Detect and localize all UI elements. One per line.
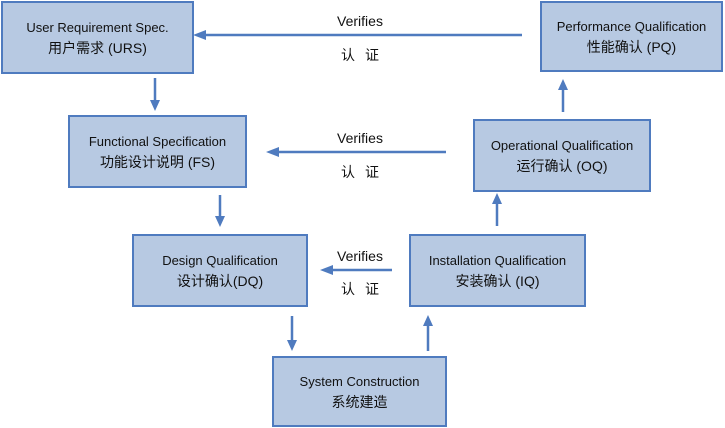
down-arrow-fs-dq bbox=[215, 195, 225, 227]
box-urs: User Requirement Spec. 用户需求 (URS) bbox=[1, 1, 194, 74]
box-pq-title: Performance Qualification bbox=[556, 18, 707, 34]
verify-label-top-cn: 认证 bbox=[341, 47, 389, 63]
box-iq: Installation Qualification 安装确认 (IQ) bbox=[409, 234, 586, 307]
box-dq-subtitle: 设计确认(DQ) bbox=[176, 272, 264, 289]
verify-label-top-en: Verifies bbox=[337, 13, 383, 29]
box-fs: Functional Specification 功能设计说明 (FS) bbox=[68, 115, 247, 188]
box-urs-subtitle: 用户需求 (URS) bbox=[48, 39, 147, 56]
box-dq: Design Qualification 设计确认(DQ) bbox=[132, 234, 308, 307]
box-dq-title: Design Qualification bbox=[162, 252, 278, 268]
box-pq-subtitle: 性能确认 (PQ) bbox=[586, 38, 677, 55]
box-oq-title: Operational Qualification bbox=[490, 137, 634, 153]
verify-label-middle-cn: 认证 bbox=[341, 164, 389, 180]
verify-arrow-bottom bbox=[320, 265, 392, 275]
down-arrow-urs-fs bbox=[150, 78, 160, 111]
verify-arrow-top bbox=[193, 30, 522, 40]
up-arrow-sc-iq bbox=[423, 315, 433, 351]
verify-label-bottom-en: Verifies bbox=[337, 248, 383, 264]
up-arrow-oq-pq bbox=[558, 79, 568, 112]
up-arrow-iq-oq bbox=[492, 193, 502, 226]
box-fs-subtitle: 功能设计说明 (FS) bbox=[99, 153, 216, 170]
box-oq: Operational Qualification 运行确认 (OQ) bbox=[473, 119, 651, 192]
box-sc: System Construction 系统建造 bbox=[272, 356, 447, 427]
down-arrow-dq-sc bbox=[287, 316, 297, 351]
box-pq: Performance Qualification 性能确认 (PQ) bbox=[540, 1, 723, 72]
box-iq-subtitle: 安装确认 (IQ) bbox=[455, 272, 540, 289]
verify-arrow-middle bbox=[266, 147, 446, 157]
box-fs-title: Functional Specification bbox=[88, 133, 227, 149]
box-sc-subtitle: 系统建造 bbox=[331, 393, 388, 410]
box-iq-title: Installation Qualification bbox=[428, 252, 567, 268]
box-sc-title: System Construction bbox=[299, 373, 420, 389]
verify-label-bottom-cn: 认证 bbox=[341, 281, 389, 297]
box-urs-title: User Requirement Spec. bbox=[26, 19, 169, 35]
box-oq-subtitle: 运行确认 (OQ) bbox=[516, 157, 608, 174]
verify-label-middle-en: Verifies bbox=[337, 130, 383, 146]
